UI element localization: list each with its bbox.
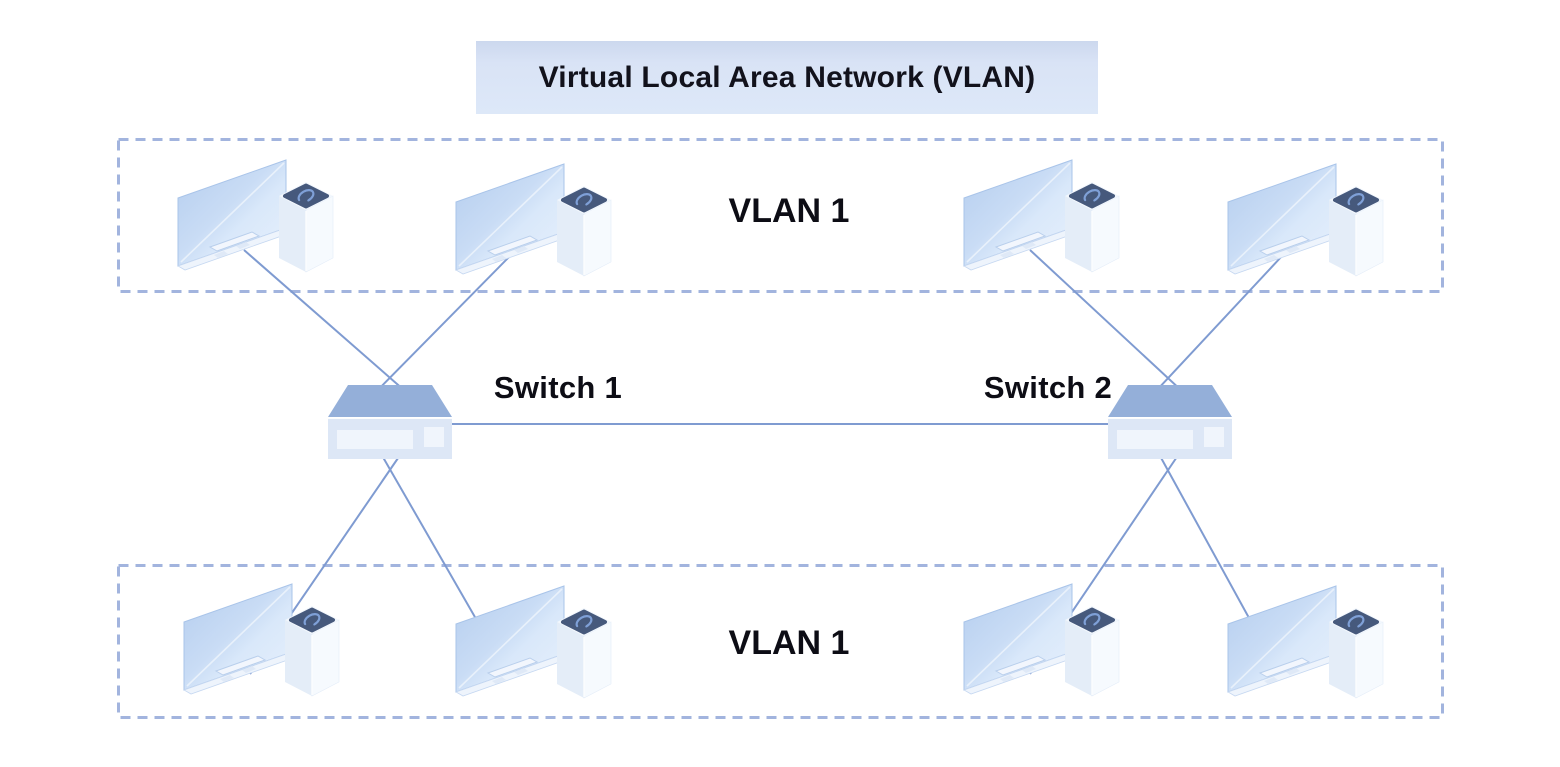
computer-icon — [962, 158, 1121, 274]
vlan-label-top: VLAN 1 — [728, 192, 850, 230]
connection-line — [243, 249, 422, 406]
computer-icon — [176, 158, 335, 274]
switch-2-label: Switch 2 — [983, 370, 1113, 405]
computer-icon — [454, 162, 613, 278]
vlan-zone-bottom — [117, 564, 1444, 719]
connection-line — [362, 255, 511, 406]
vlan-zone-top — [117, 138, 1444, 293]
computer-icon — [1226, 162, 1385, 278]
computer-icon — [962, 582, 1121, 698]
vlan-label-bottom: VLAN 1 — [728, 624, 850, 662]
computer-icon — [182, 582, 341, 698]
computer-icon — [1226, 584, 1385, 700]
connection-lines — [243, 249, 1283, 679]
diagram-title: Virtual Local Area Network (VLAN) — [476, 41, 1098, 114]
connection-line — [1029, 249, 1198, 406]
computer-icon — [454, 584, 613, 700]
connection-line — [1142, 255, 1283, 406]
switch-1-label: Switch 1 — [493, 370, 623, 405]
switch-icon — [328, 385, 452, 459]
